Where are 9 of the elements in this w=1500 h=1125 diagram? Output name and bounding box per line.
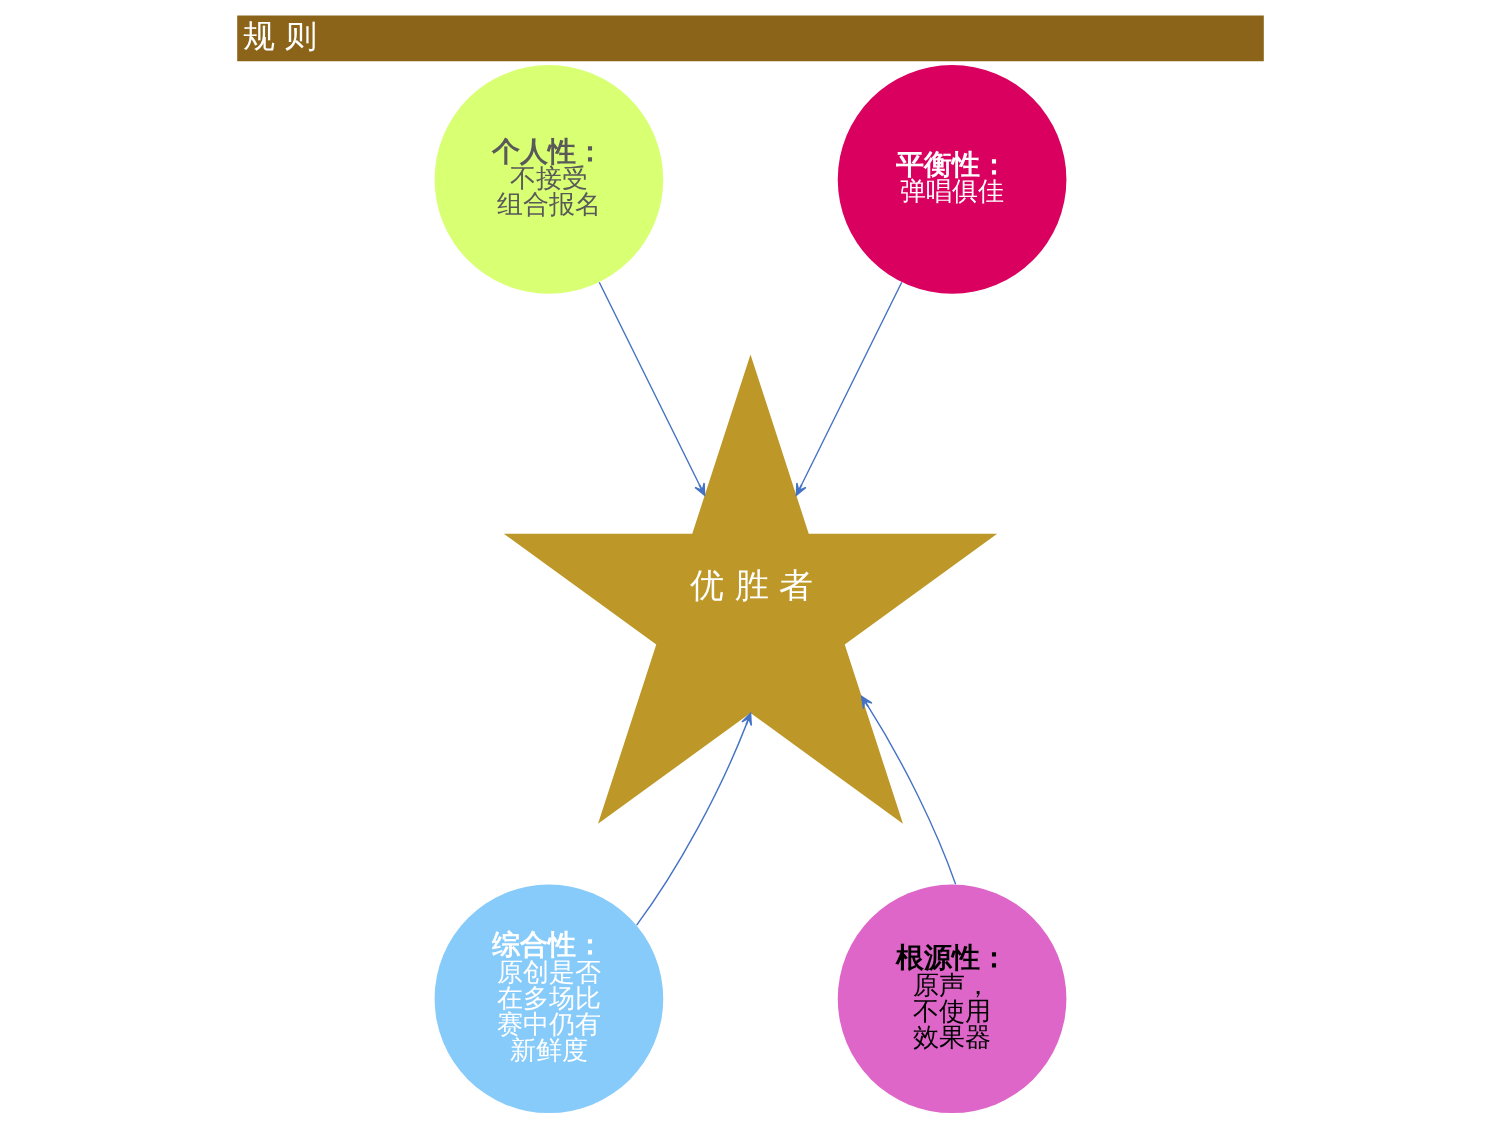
arrow xyxy=(635,712,752,926)
arrow xyxy=(598,281,705,496)
arrow xyxy=(795,281,902,496)
node-circle: 平衡性： 弹唱俱佳 xyxy=(837,65,1066,294)
node-circle: 个人性： 不接受组合报名 xyxy=(434,65,663,294)
diagram-title: 规 则 xyxy=(242,18,317,55)
node-circle: 综合性： 原创是否在多场比赛中仍有新鲜度 xyxy=(434,884,663,1114)
arrow xyxy=(860,695,956,885)
node-circle: 根源性： 原声，不使用效果器 xyxy=(837,884,1066,1114)
